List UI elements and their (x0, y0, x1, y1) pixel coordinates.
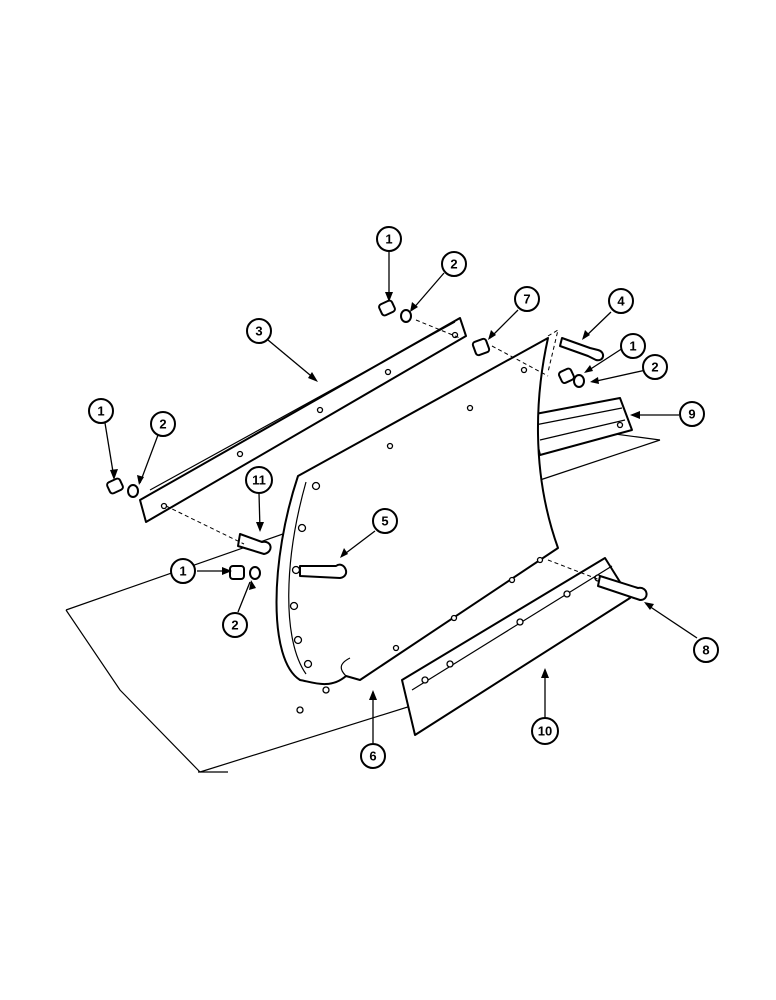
callout-label: 9 (688, 407, 695, 422)
callout-8: 8 (693, 637, 719, 663)
callout-label: 1 (97, 404, 104, 419)
callout-1-front: 1 (170, 558, 196, 584)
callout-label: 2 (159, 417, 166, 432)
callout-3: 3 (246, 318, 272, 344)
callout-2-right: 2 (642, 354, 668, 380)
callout-label: 1 (629, 339, 636, 354)
callout-label: 3 (255, 324, 262, 339)
callout-1-left: 1 (88, 398, 114, 424)
part-9-rear-channel (529, 397, 633, 456)
callout-2-left: 2 (150, 411, 176, 437)
callout-label: 2 (651, 360, 658, 375)
callout-label: 7 (523, 292, 530, 307)
callout-2-front: 2 (222, 612, 248, 638)
alignment-lines (165, 319, 601, 581)
leader-arrowheads (110, 292, 654, 700)
callout-label: 6 (369, 749, 376, 764)
callout-label: 1 (385, 232, 392, 247)
part-10-lower-bar (401, 557, 631, 736)
callout-label: 4 (617, 294, 625, 309)
callout-label: 8 (702, 643, 709, 658)
callout-1-top: 1 (376, 226, 402, 252)
callout-9: 9 (679, 401, 705, 427)
hardware (106, 299, 648, 601)
callout-1-right: 1 (620, 333, 646, 359)
part-3-upper-bar (139, 317, 467, 523)
part-6-main-plate (275, 337, 559, 714)
callout-label: 1 (179, 564, 186, 579)
callout-2-top: 2 (441, 251, 467, 277)
callout-label: 11 (252, 473, 266, 488)
callouts: 1 2 3 7 4 1 2 9 (88, 226, 719, 769)
callout-10: 10 (531, 717, 559, 745)
callout-label: 2 (450, 257, 457, 272)
callout-7: 7 (514, 286, 540, 312)
callout-label: 2 (231, 618, 238, 633)
callout-label: 10 (538, 724, 552, 739)
callout-4: 4 (608, 288, 634, 314)
callout-5: 5 (372, 508, 398, 534)
callout-label: 5 (381, 514, 388, 529)
callout-11: 11 (245, 466, 273, 494)
callout-6: 6 (360, 743, 386, 769)
